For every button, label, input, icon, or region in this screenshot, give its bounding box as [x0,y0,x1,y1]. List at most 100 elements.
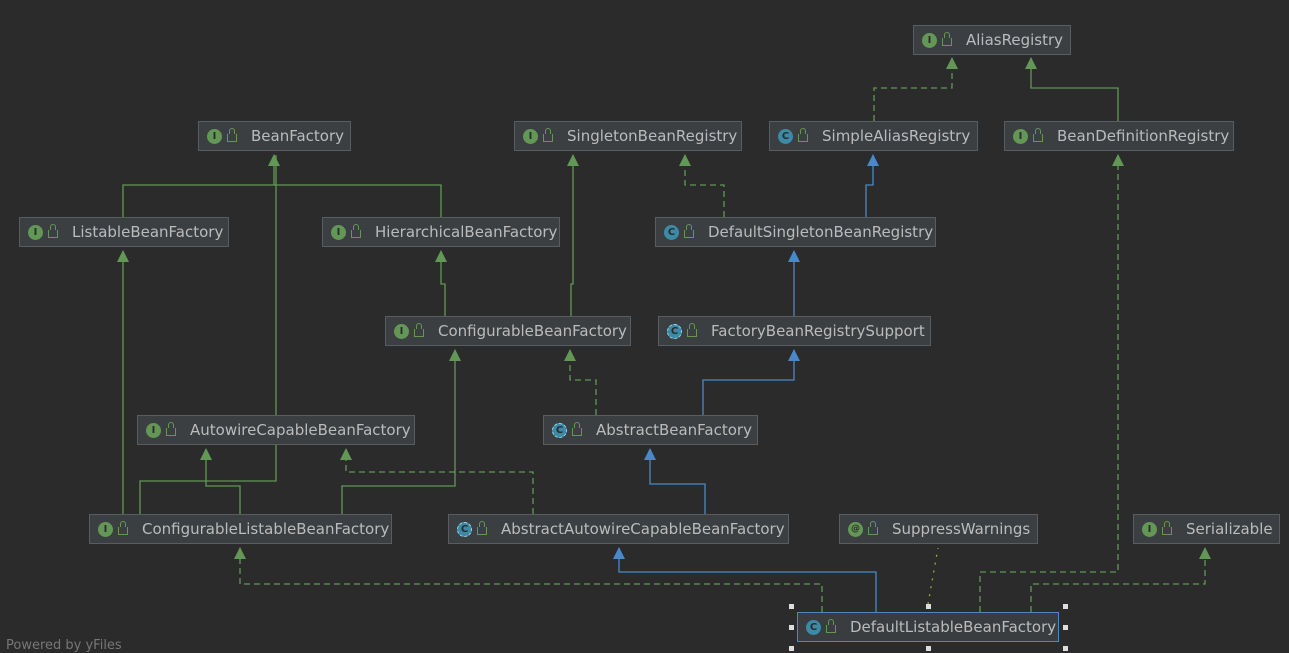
arrowhead [234,547,246,559]
arrowhead [340,448,352,460]
powered-by-footer: Powered by yFiles [6,638,122,653]
arrowhead [268,154,280,166]
node-label: AutowireCapableBeanFactory [190,421,411,439]
interface-icon: I [331,224,346,240]
node-suppress-warnings[interactable]: @ SuppressWarnings [839,514,1038,544]
edge-configurable-extends-hierarchical [440,251,446,316]
edge-beandefreg-extends-alias [1030,58,1119,121]
arrowhead [1025,57,1037,69]
selection-handle[interactable] [1063,604,1068,609]
arrowhead [449,349,461,361]
node-serializable[interactable]: I Serializable [1133,514,1280,544]
interface-icon: I [98,521,113,537]
node-listable-bean-factory[interactable]: I ListableBeanFactory [19,217,229,247]
node-label: ConfigurableListableBeanFactory [142,520,390,538]
edge-cfglistable-extends-autowire [205,449,241,514]
selection-handle[interactable] [926,604,931,609]
arrowhead [567,154,579,166]
selection-handle[interactable] [789,604,794,609]
arrowhead [867,154,879,166]
public-lock-icon [687,323,697,337]
edge-abstractautowire-implements-autowire [345,449,534,514]
edge-dlbf-implements-serializable [1030,548,1206,612]
node-hierarchical-bean-factory[interactable]: I HierarchicalBeanFactory [322,217,560,247]
abstract-class-icon: C [667,323,682,339]
edge-dlbf-extends-abstractautowire [618,548,877,612]
node-configurable-listable-bean-factory[interactable]: I ConfigurableListableBeanFactory [89,514,392,544]
public-lock-icon [572,422,582,436]
arrowhead [679,154,691,166]
node-label: Serializable [1186,520,1273,538]
edge-hierarchical-extends-beanfactory [274,184,442,217]
edge-abstractautowire-extends-abstractbf [649,449,706,514]
node-abstract-bean-factory[interactable]: C AbstractBeanFactory [543,415,758,445]
public-lock-icon [351,224,361,238]
arrowhead [613,547,625,559]
node-label: AbstractAutowireCapableBeanFactory [501,520,785,538]
node-label: ListableBeanFactory [72,223,224,241]
node-label: SingletonBeanRegistry [567,127,738,145]
arrowhead [200,448,212,460]
node-bean-factory[interactable]: I BeanFactory [198,121,351,151]
public-lock-icon [166,422,176,436]
public-lock-icon [48,224,58,238]
node-bean-definition-registry[interactable]: I BeanDefinitionRegistry [1004,121,1234,151]
selection-handle[interactable] [789,646,794,651]
node-simple-alias-registry[interactable]: C SimpleAliasRegistry [769,121,978,151]
abstract-class-icon: C [552,422,567,438]
annotation-icon: @ [848,521,863,537]
public-lock-icon [868,521,878,535]
interface-icon: I [207,128,222,144]
node-singleton-bean-registry[interactable]: I SingletonBeanRegistry [514,121,742,151]
arrowhead [788,349,800,361]
node-label: DefaultListableBeanFactory [850,618,1057,636]
class-icon: C [778,128,793,144]
node-label: BeanDefinitionRegistry [1057,127,1230,145]
selection-handle[interactable] [1063,625,1068,630]
selection-handle[interactable] [1063,646,1068,651]
node-default-listable-bean-factory[interactable]: C DefaultListableBeanFactory [797,612,1059,642]
node-configurable-bean-factory[interactable]: I ConfigurableBeanFactory [385,316,631,346]
edge-abstractbf-implements-configurable [569,350,597,415]
selection-handle[interactable] [789,625,794,630]
public-lock-icon [477,521,487,535]
edge-abstractbf-extends-factorybeanreg [702,350,795,415]
arrowhead [946,57,958,69]
public-lock-icon [942,32,952,46]
arrowhead [564,349,576,361]
node-factory-bean-registry-support[interactable]: C FactoryBeanRegistrySupport [658,316,931,346]
edge-dlbf-annotated-suppresswarnings [927,547,939,605]
public-lock-icon [1033,128,1043,142]
public-lock-icon [543,128,553,142]
node-label: ConfigurableBeanFactory [438,322,627,340]
arrowhead [1199,547,1211,559]
arrowhead [788,250,800,262]
interface-icon: I [146,422,161,438]
node-default-singleton-bean-registry[interactable]: C DefaultSingletonBeanRegistry [655,217,936,247]
selection-handle[interactable] [926,646,931,651]
class-icon: C [806,619,821,635]
edge-defaultsingleton-implements-singletonreg [684,155,725,217]
node-autowire-capable-bean-factory[interactable]: I AutowireCapableBeanFactory [137,415,415,445]
edge-dlbf-implements-cfglistable [239,548,823,612]
arrowhead [435,250,447,262]
interface-icon: I [1013,128,1028,144]
node-label: DefaultSingletonBeanRegistry [708,223,934,241]
node-label: AbstractBeanFactory [596,421,752,439]
edge-dlbf-implements-beandefreg [979,155,1119,612]
node-label: SimpleAliasRegistry [822,127,971,145]
node-alias-registry[interactable]: I AliasRegistry [913,25,1071,55]
node-label: SuppressWarnings [892,520,1031,538]
public-lock-icon [684,224,694,238]
abstract-class-icon: C [457,521,472,537]
arrowhead [117,250,129,262]
node-label: BeanFactory [251,127,345,145]
public-lock-icon [414,323,424,337]
node-abstract-autowire-capable-bean-factory[interactable]: C AbstractAutowireCapableBeanFactory [448,514,789,544]
arrowhead [644,448,656,460]
edge-cfglistable-extends-beanfactory [139,155,277,514]
public-lock-icon [826,619,836,633]
public-lock-icon [227,128,237,142]
interface-icon: I [523,128,538,144]
